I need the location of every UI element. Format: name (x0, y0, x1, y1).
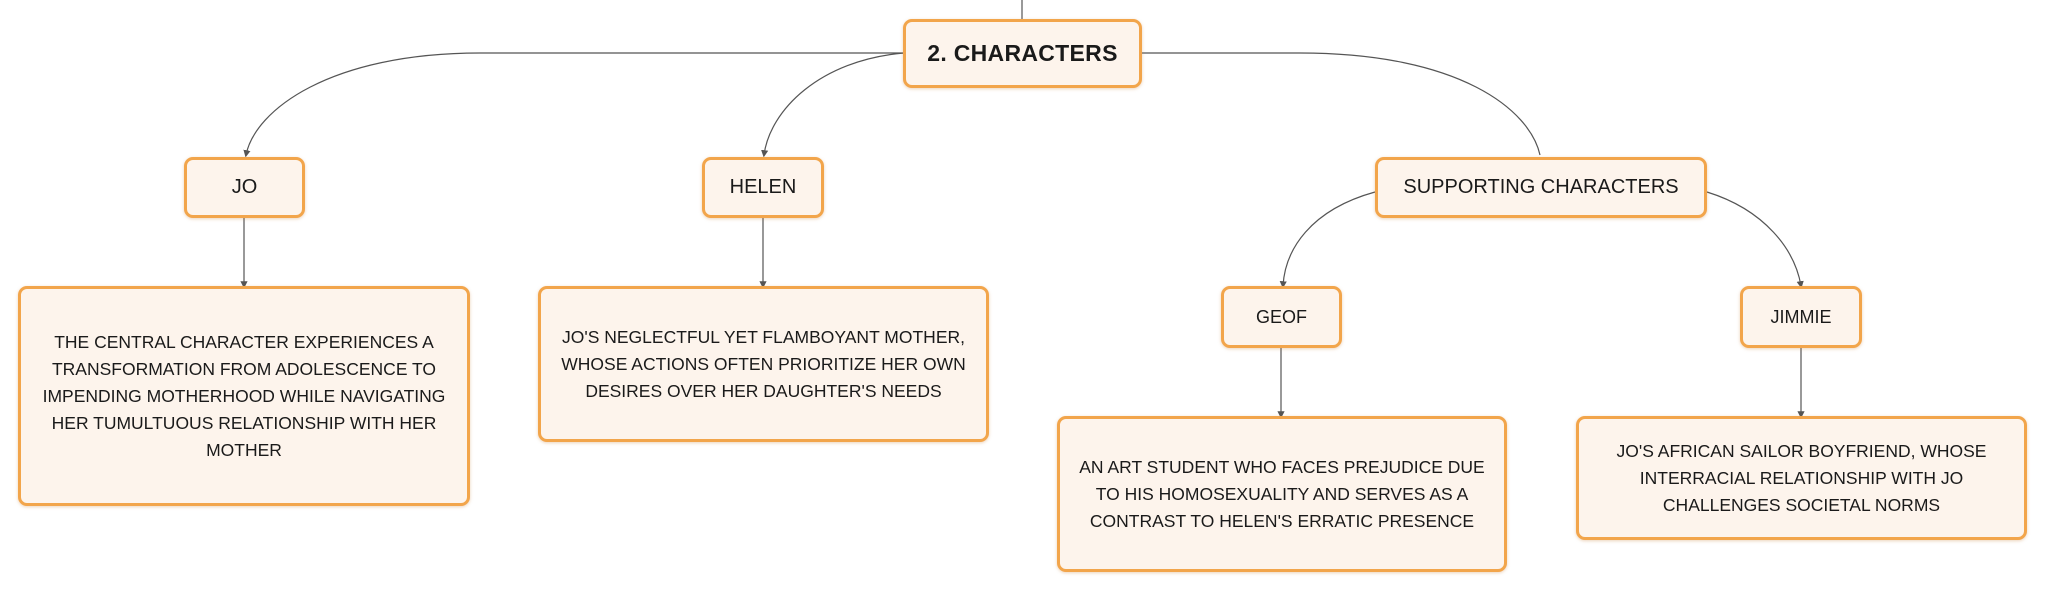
node-helen[interactable]: HELEN (702, 157, 824, 218)
connector-root-supporting (1141, 52, 1541, 156)
node-jo-description[interactable]: THE CENTRAL CHARACTER EXPERIENCES A TRAN… (18, 286, 470, 506)
node-jimmie-description[interactable]: JO'S AFRICAN SAILOR BOYFRIEND, WHOSE INT… (1576, 416, 2027, 540)
connector-root-helen (761, 52, 905, 158)
node-geof-description[interactable]: AN ART STUDENT WHO FACES PREJUDICE DUE T… (1057, 416, 1507, 572)
jimmie-description-text: JO'S AFRICAN SAILOR BOYFRIEND, WHOSE INT… (1616, 440, 1987, 515)
geof-description-text: AN ART STUDENT WHO FACES PREJUDICE DUE T… (1079, 456, 1485, 531)
jo-description-text: THE CENTRAL CHARACTER EXPERIENCES A TRAN… (42, 331, 446, 460)
node-supporting-label: SUPPORTING CHARACTERS (1403, 176, 1679, 198)
node-jimmie[interactable]: JIMMIE (1740, 286, 1862, 348)
node-jo-label: JO (231, 176, 258, 198)
connector-supporting-jimmie (1706, 191, 1804, 289)
node-jimmie-label: JIMMIE (1770, 306, 1832, 327)
root-label: 2. CHARACTERS (927, 40, 1118, 66)
connector-root-jo (243, 52, 904, 158)
node-geof[interactable]: GEOF (1221, 286, 1342, 348)
root-node[interactable]: 2. CHARACTERS (903, 19, 1142, 88)
node-supporting-characters[interactable]: SUPPORTING CHARACTERS (1375, 157, 1707, 218)
connector-supporting-geof (1279, 191, 1376, 289)
node-jo[interactable]: JO (184, 157, 305, 218)
node-geof-label: GEOF (1255, 306, 1307, 327)
helen-description-text: JO'S NEGLECTFUL YET FLAMBOYANT MOTHER, W… (561, 326, 966, 401)
node-helen-description[interactable]: JO'S NEGLECTFUL YET FLAMBOYANT MOTHER, W… (538, 286, 989, 442)
node-helen-label: HELEN (729, 176, 797, 198)
